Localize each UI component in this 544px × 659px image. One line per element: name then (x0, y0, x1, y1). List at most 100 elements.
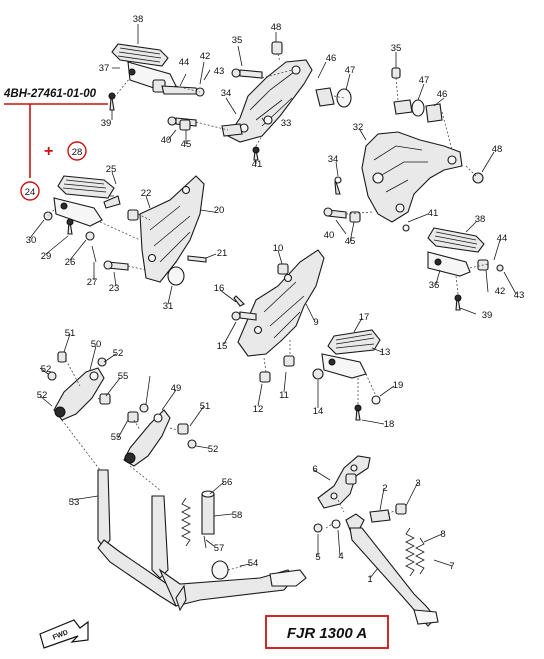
callout-49: 49 (171, 383, 182, 394)
callout-56: 56 (222, 477, 233, 488)
callout-20: 20 (214, 205, 225, 216)
model-label: FJR 1300 A (287, 625, 367, 642)
callout-38-right: 38 (475, 214, 486, 225)
main-stand (97, 469, 307, 612)
callout-13: 13 (380, 347, 391, 358)
callout-35-right: 35 (391, 43, 402, 54)
callout-46: 46 (326, 53, 337, 64)
callout-47-right: 47 (419, 75, 430, 86)
callout-48: 48 (271, 22, 282, 33)
callout-36: 36 (429, 280, 440, 291)
callout-10: 10 (273, 243, 284, 254)
callout-45: 45 (181, 139, 192, 150)
model-label-frame (265, 615, 389, 649)
callout-52: 52 (113, 348, 124, 359)
callout-26: 26 (65, 257, 76, 268)
callout-22: 22 (141, 188, 152, 199)
callout-1: 1 (367, 574, 372, 585)
callout-16: 16 (214, 283, 225, 294)
callout-46-right: 46 (437, 89, 448, 100)
part-code-label: 4BH-27461-01-00 (3, 88, 97, 100)
callout-31: 31 (163, 301, 174, 312)
callout-38: 38 (133, 14, 144, 25)
callout-14: 14 (313, 406, 324, 417)
callout-11: 11 (279, 390, 289, 401)
rider-footrest-bracket-left (167, 41, 352, 161)
callout-52-lower: 52 (37, 390, 48, 401)
callout-25: 25 (106, 164, 117, 175)
callout-43: 43 (214, 66, 225, 77)
callout-15: 15 (217, 341, 228, 352)
callout-35: 35 (232, 35, 243, 46)
callout-54: 54 (248, 558, 259, 569)
callout-12: 12 (253, 404, 264, 415)
callout-39: 39 (101, 118, 112, 129)
callout-5: 5 (315, 552, 320, 563)
marker-plus: + (44, 143, 53, 160)
callout-18: 18 (384, 419, 395, 430)
callout-3: 3 (415, 478, 420, 489)
callout-28: 28 (72, 147, 83, 158)
callout-9: 9 (313, 317, 318, 328)
callout-55: 55 (118, 371, 129, 382)
side-stand-assembly (313, 455, 439, 627)
callout-30: 30 (26, 235, 37, 246)
callout-4: 4 (338, 551, 343, 562)
callout-24: 24 (25, 187, 36, 198)
callout-40: 40 (161, 135, 172, 146)
highlight-circle-24 (20, 181, 40, 201)
callout-6: 6 (312, 464, 317, 475)
callout-39-right: 39 (482, 310, 493, 321)
callout-52-left: 52 (41, 364, 52, 375)
callout-57: 57 (214, 543, 225, 554)
callout-numbers: 38 37 42 44 43 39 35 48 46 47 34 33 40 4… (25, 14, 525, 585)
callout-27: 27 (87, 277, 98, 288)
callout-41: 41 (252, 159, 263, 170)
callout-19: 19 (393, 380, 404, 391)
callout-leader-lines (29, 24, 517, 579)
callout-45-right: 45 (345, 236, 356, 247)
forward-direction-arrow: FWD (39, 619, 89, 649)
callout-41-right: 41 (428, 208, 439, 219)
callout-23: 23 (109, 283, 120, 294)
callout-8: 8 (440, 529, 445, 540)
callout-34: 34 (221, 88, 232, 99)
callout-33: 33 (281, 118, 292, 129)
model-label-box: FJR 1300 A (265, 615, 389, 649)
footrest-plate-center (103, 175, 207, 286)
callout-55-lower: 55 (111, 432, 122, 443)
callout-42-right: 42 (495, 286, 506, 297)
callout-44: 44 (179, 57, 190, 68)
main-stand-linkage (47, 351, 197, 491)
callout-43-right: 43 (514, 290, 525, 301)
part-code-annotation: 4BH-27461-01-00 + (3, 88, 108, 201)
callout-37: 37 (99, 63, 110, 74)
callout-29: 29 (41, 251, 52, 262)
callout-7: 7 (449, 561, 454, 572)
callout-21: 21 (217, 248, 228, 259)
callout-17: 17 (359, 312, 370, 323)
callout-52-right: 52 (208, 444, 219, 455)
callout-51: 51 (65, 328, 76, 339)
callout-51-right: 51 (200, 401, 211, 412)
callout-44-right: 44 (497, 233, 508, 244)
callout-53: 53 (69, 497, 80, 508)
highlight-circle-28 (67, 141, 87, 161)
callout-34-right: 34 (328, 154, 339, 165)
callout-58: 58 (232, 510, 243, 521)
rider-footpeg-right-assembly (427, 227, 504, 311)
callout-48-right: 48 (492, 144, 503, 155)
callout-47: 47 (345, 65, 356, 76)
callout-40-right: 40 (324, 230, 335, 241)
rider-footpeg-left-assembly (108, 43, 205, 111)
rear-footrest-bracket (231, 249, 381, 421)
callout-32: 32 (353, 122, 364, 133)
callout-2: 2 (382, 483, 387, 494)
rider-footrest-bracket-right (323, 67, 484, 232)
stand-springs (181, 490, 245, 580)
passenger-footpeg-assembly (43, 175, 141, 263)
callout-50: 50 (91, 339, 102, 350)
callout-42: 42 (200, 51, 211, 62)
